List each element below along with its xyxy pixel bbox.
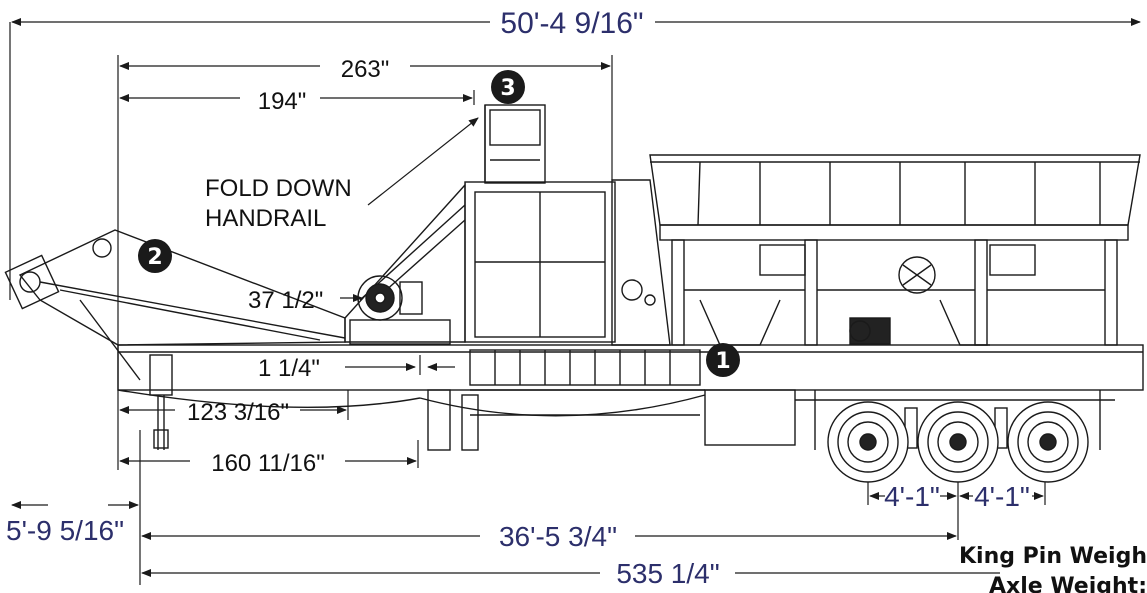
badge-3: 3 xyxy=(491,70,525,104)
dim-axle-spacing-2: 4'-1" xyxy=(974,481,1030,512)
dim-1-1-4: 1 1/4" xyxy=(258,355,320,382)
note-king-pin-weight: King Pin Weigh xyxy=(959,544,1147,569)
dim-535-1-4: 535 1/4" xyxy=(616,558,719,589)
dim-kingpin-to-axle: 36'-5 3/4" xyxy=(499,521,617,552)
machine-outline xyxy=(4,104,1144,451)
wheels xyxy=(827,401,1089,483)
svg-text:3: 3 xyxy=(500,76,515,101)
svg-text:2: 2 xyxy=(147,245,162,270)
dimension-lines xyxy=(9,18,1141,585)
dim-160-11-16: 160 11/16" xyxy=(211,450,325,477)
dim-263: 263" xyxy=(341,56,390,83)
dim-194: 194" xyxy=(258,88,307,115)
dim-axle-spacing-1: 4'-1" xyxy=(884,481,940,512)
badge-1: 1 xyxy=(706,343,740,377)
badge-2: 2 xyxy=(138,239,172,273)
dim-overall-length: 50'-4 9/16" xyxy=(500,7,643,40)
wheel-1 xyxy=(827,401,909,483)
wheel-2 xyxy=(917,401,999,483)
svg-text:1: 1 xyxy=(715,349,730,374)
callout-fold-down-line2: HANDRAIL xyxy=(205,205,326,232)
dim-left-offset: 5'-9 5/16" xyxy=(6,515,124,546)
dim-37-1-2: 37 1/2" xyxy=(248,287,323,314)
note-axle-weight: Axle Weight: xyxy=(989,574,1147,593)
callout-fold-down-line1: FOLD DOWN xyxy=(205,175,352,202)
wheel-3 xyxy=(1007,401,1089,483)
dim-123-3-16: 123 3/16" xyxy=(187,399,289,426)
